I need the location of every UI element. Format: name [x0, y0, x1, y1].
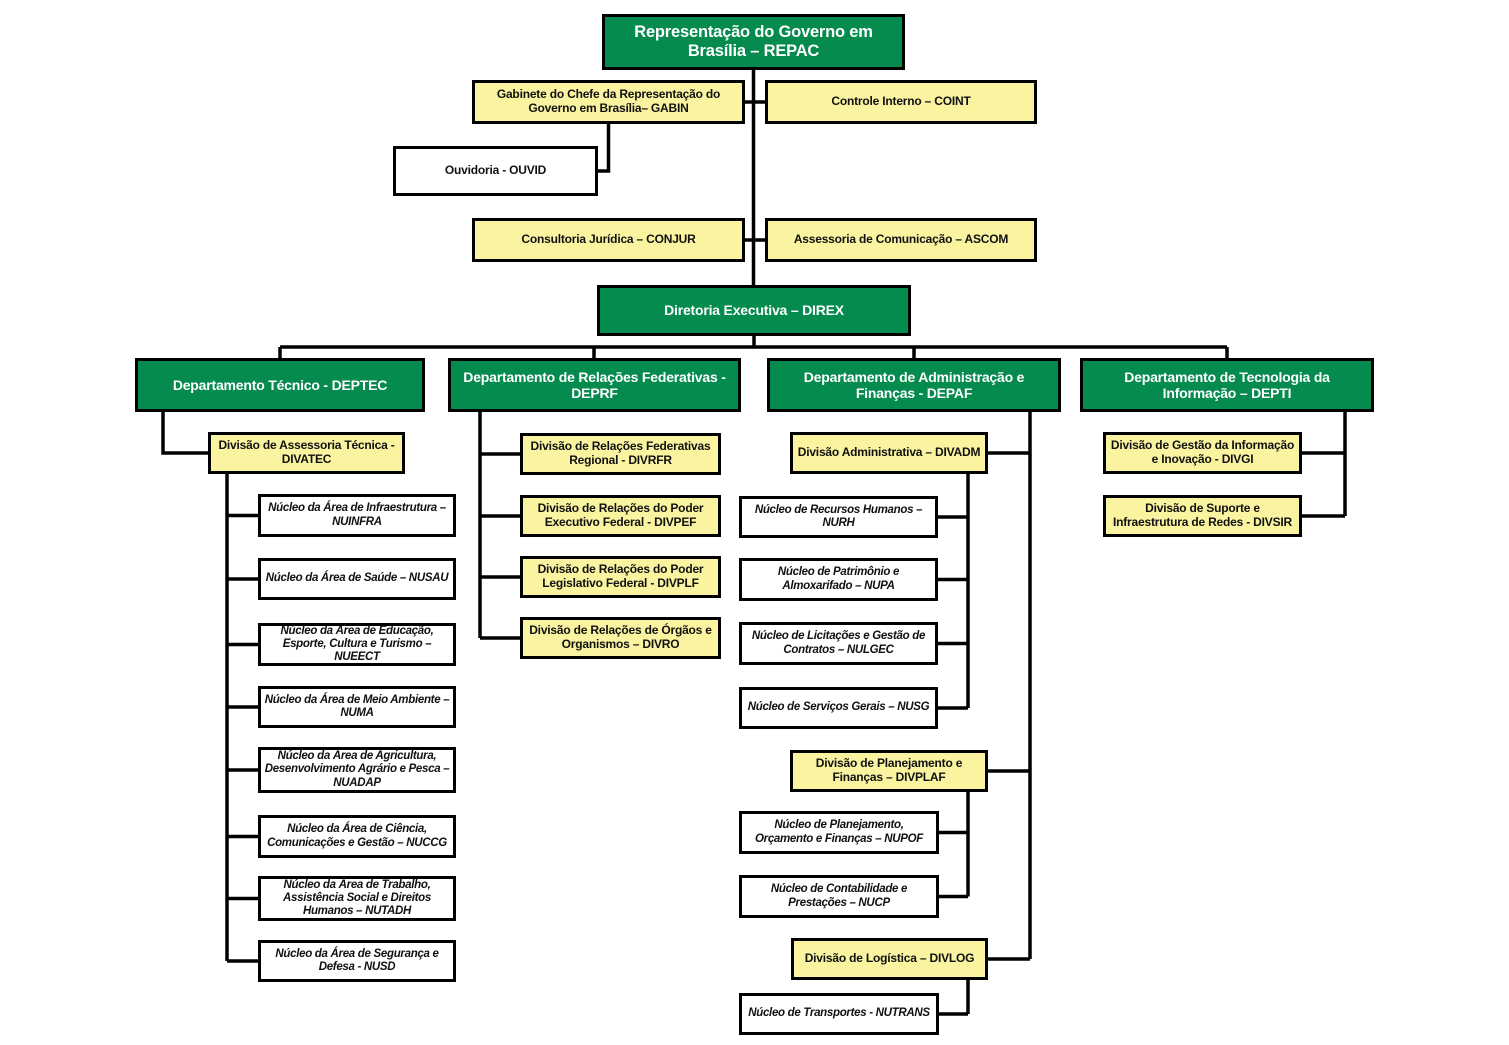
org-node-label: Núcleo da Área de Saúde – NUSAU — [265, 572, 449, 585]
org-node-nusg: Núcleo de Serviços Gerais – NUSG — [739, 687, 938, 729]
org-node-label: Núcleo da Área de Agricultura, Desenvolv… — [264, 750, 450, 789]
org-node-nusau: Núcleo da Área de Saúde – NUSAU — [258, 558, 456, 600]
org-node-divro: Divisão de Relações de Órgãos e Organism… — [520, 617, 721, 659]
org-node-nueect: Núcleo da Área de Educação, Esporte, Cul… — [258, 623, 456, 666]
org-node-nulgec: Núcleo de Licitações e Gestão de Contrat… — [739, 622, 938, 665]
org-node-divlog: Divisão de Logística – DIVLOG — [791, 938, 988, 980]
org-node-label: Gabinete do Chefe da Representação do Go… — [496, 87, 721, 115]
org-node-label: Núcleo de Transportes - NUTRANS — [748, 1007, 930, 1020]
org-node-label: Consultoria Jurídica – CONJUR — [521, 232, 696, 247]
org-node-repac: Representação do Governo em Brasília – R… — [602, 14, 905, 70]
org-node-divrfr: Divisão de Relações Federativas Regional… — [520, 433, 721, 475]
org-node-label: Departamento de Relações Federativas - D… — [463, 368, 726, 401]
org-node-numa: Núcleo da Área de Meio Ambiente – NUMA — [258, 686, 456, 728]
org-node-divpef: Divisão de Relações do Poder Executivo F… — [520, 495, 721, 537]
org-node-label: Divisão de Relações do Poder Executivo F… — [537, 501, 704, 529]
org-node-nuccg: Núcleo da Área de Ciência, Comunicações … — [258, 815, 456, 858]
org-node-label: Controle Interno – COINT — [831, 94, 971, 109]
org-node-label: Núcleo de Patrimônio e Almoxarifado – NU… — [777, 566, 900, 592]
org-node-label: Núcleo da Área de Trabalho, Assistência … — [283, 878, 431, 918]
org-node-label: Divisão de Relações de Órgãos e Organism… — [529, 623, 712, 651]
org-node-direx: Diretoria Executiva – DIREX — [597, 285, 911, 336]
org-node-divsir: Divisão de Suporte e Infraestrutura de R… — [1103, 495, 1302, 537]
org-node-label: Núcleo de Contabilidade e Prestações – N… — [770, 883, 908, 909]
org-node-label: Divisão Administrativa – DIVADM — [797, 445, 981, 460]
org-node-nucp: Núcleo de Contabilidade e Prestações – N… — [739, 875, 939, 918]
org-node-label: Assessoria de Comunicação – ASCOM — [793, 232, 1009, 247]
org-node-divadm: Divisão Administrativa – DIVADM — [790, 432, 988, 474]
org-node-nupof: Núcleo de Planejamento, Orçamento e Fina… — [739, 811, 939, 854]
org-node-label: Núcleo da Área de Meio Ambiente – NUMA — [264, 693, 450, 719]
org-node-coint: Controle Interno – COINT — [765, 80, 1037, 124]
org-node-gabin: Gabinete do Chefe da Representação do Go… — [472, 80, 745, 124]
org-node-ouvid: Ouvidoria - OUVID — [393, 146, 598, 196]
org-node-nutrans: Núcleo de Transportes - NUTRANS — [739, 993, 939, 1035]
org-node-label: Divisão de Relações do Poder Legislativo… — [537, 562, 704, 590]
org-node-ascom: Assessoria de Comunicação – ASCOM — [765, 218, 1037, 262]
org-node-label: Núcleo de Licitações e Gestão de Contrat… — [751, 630, 926, 656]
org-node-label: Núcleo da Área de Educação, Esporte, Cul… — [280, 624, 434, 664]
org-node-nuadap: Núcleo da Área de Agricultura, Desenvolv… — [258, 747, 456, 793]
org-node-divplaf: Divisão de Planejamento e Finanças – DIV… — [790, 750, 988, 792]
org-node-label: Divisão de Suporte e Infraestrutura de R… — [1113, 501, 1292, 529]
org-node-deptec: Departamento Técnico - DEPTEC — [135, 358, 425, 412]
org-node-depti: Departamento de Tecnologia da Informação… — [1080, 358, 1374, 412]
org-node-label: Núcleo da Área de Ciência, Comunicações … — [267, 823, 447, 849]
org-node-label: Ouvidoria - OUVID — [444, 163, 547, 178]
org-node-label: Divisão de Planejamento e Finanças – DIV… — [815, 756, 963, 784]
org-node-divatec: Divisão de Assessoria Técnica - DIVATEC — [208, 432, 405, 474]
org-node-label: Departamento Técnico - DEPTEC — [172, 376, 388, 393]
org-node-deprf: Departamento de Relações Federativas - D… — [448, 358, 741, 412]
org-node-label: Diretoria Executiva – DIREX — [664, 302, 844, 319]
org-node-divgi: Divisão de Gestão da Informação e Inovaç… — [1103, 432, 1302, 474]
org-node-conjur: Consultoria Jurídica – CONJUR — [472, 218, 745, 262]
org-node-label: Núcleo da Área de Segurança e Defesa - N… — [275, 947, 439, 973]
org-node-nutadh: Núcleo da Área de Trabalho, Assistência … — [258, 876, 456, 921]
org-node-label: Núcleo de Serviços Gerais – NUSG — [747, 701, 930, 714]
org-node-nurh: Núcleo de Recursos Humanos – NURH — [739, 496, 938, 538]
org-node-label: Divisão de Relações Federativas Regional… — [530, 439, 711, 467]
org-node-nupa: Núcleo de Patrimônio e Almoxarifado – NU… — [739, 558, 938, 601]
org-node-label: Representação do Governo em Brasília – R… — [634, 23, 873, 60]
org-node-label: Departamento de Tecnologia da Informação… — [1124, 368, 1330, 401]
org-node-nuinfra: Núcleo da Área de Infraestrutura – NUINF… — [258, 494, 456, 537]
org-node-label: Divisão de Gestão da Informação e Inovaç… — [1110, 438, 1295, 466]
org-node-depaf: Departamento de Administração e Finanças… — [767, 358, 1061, 412]
org-node-label: Núcleo da Área de Infraestrutura – NUINF… — [268, 502, 446, 528]
org-node-label: Divisão de Assessoria Técnica - DIVATEC — [218, 438, 395, 466]
org-node-nusd: Núcleo da Área de Segurança e Defesa - N… — [258, 940, 456, 982]
org-node-label: Núcleo de Planejamento, Orçamento e Fina… — [755, 819, 923, 845]
org-node-label: Divisão de Logística – DIVLOG — [804, 951, 975, 966]
org-node-divplf: Divisão de Relações do Poder Legislativo… — [520, 556, 721, 598]
org-node-label: Núcleo de Recursos Humanos – NURH — [754, 503, 923, 529]
org-node-label: Departamento de Administração e Finanças… — [803, 368, 1025, 401]
